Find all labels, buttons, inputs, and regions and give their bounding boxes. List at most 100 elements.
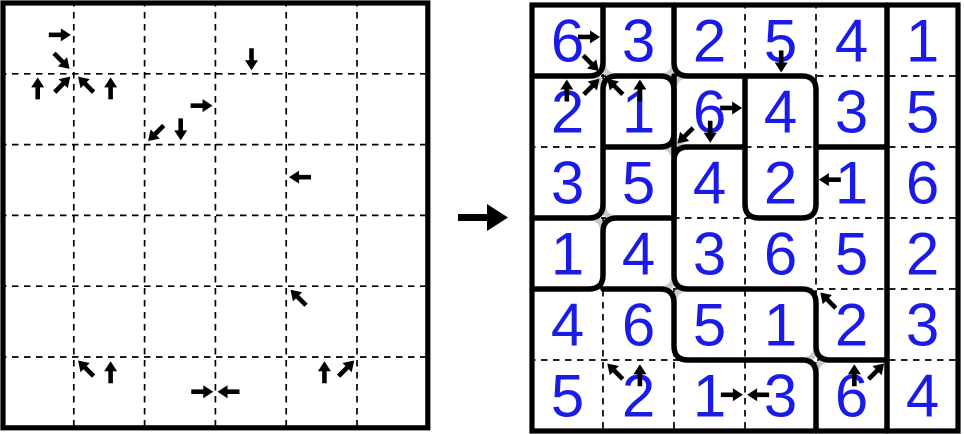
arrow-head <box>58 76 71 89</box>
clue-arrow-up-left-icon <box>78 360 96 378</box>
arrow-head <box>677 131 690 144</box>
clue-arrow-down-left-icon <box>677 126 695 144</box>
clue-arrow-up-left-icon <box>290 289 308 307</box>
arrow-head <box>487 204 508 231</box>
clue-arrow-down-right-icon <box>52 51 70 69</box>
cell-value-r5c5: 4 <box>906 363 939 430</box>
arrow-head <box>78 76 90 89</box>
clue-arrow-left-icon <box>747 388 770 402</box>
arrow-head <box>203 385 214 399</box>
region-border <box>529 215 677 292</box>
clue-arrow-up-icon <box>560 79 574 102</box>
arrow-shaft <box>581 53 595 67</box>
cell-value-r4c0: 4 <box>551 292 584 359</box>
region-border <box>600 286 819 434</box>
arrow-head <box>747 388 758 402</box>
clue-arrow-down-right-icon <box>581 53 599 72</box>
clue-arrow-up-icon <box>104 361 118 384</box>
cell-value-r5c0: 5 <box>551 363 584 430</box>
cell-value-r3c0: 1 <box>551 221 584 288</box>
arrow-shaft <box>53 80 67 94</box>
cell-value-r2c3: 2 <box>764 150 797 217</box>
cell-value-r0c4: 4 <box>835 8 868 75</box>
clue-arrow-left-icon <box>818 173 841 187</box>
clue-arrow-up-icon <box>847 364 861 387</box>
arrow-head <box>587 59 599 72</box>
cell-value-r0c5: 1 <box>906 8 939 75</box>
clue-arrow-up-icon <box>317 361 331 384</box>
clue-arrow-left-icon <box>217 385 240 399</box>
arrow-shaft <box>52 51 66 65</box>
arrow-shaft <box>82 364 96 378</box>
clue-arrow-right-icon <box>48 28 71 42</box>
arrow-head <box>31 77 45 88</box>
cell-value-r4c2: 5 <box>693 292 726 359</box>
clue-arrow-right-icon <box>191 385 214 399</box>
arrow-head <box>818 173 829 187</box>
clue-arrow-down-left-icon <box>148 123 166 142</box>
clue-arrow-up-icon <box>104 77 118 100</box>
cell-value-r2c2: 4 <box>693 150 726 217</box>
transform-arrow-right-icon <box>458 204 508 231</box>
clue-arrow-down-icon <box>703 120 717 143</box>
cell-value-r4c3: 1 <box>764 292 797 359</box>
arrow-head <box>703 132 717 143</box>
arrow-shaft <box>294 293 308 307</box>
clue-arrow-up-right-icon <box>866 363 885 381</box>
cell-value-r4c1: 6 <box>622 292 655 359</box>
cell-value-r4c5: 3 <box>906 292 939 359</box>
clue-arrow-up-right-icon <box>336 360 355 378</box>
cell-value-r2c4: 1 <box>835 150 868 217</box>
clue-arrow-up-right-icon <box>582 78 600 97</box>
arrow-shaft <box>82 80 96 94</box>
clue-arrow-down-icon <box>245 48 259 71</box>
cell-value-r1c3: 4 <box>764 79 797 146</box>
cell-value-r5c3: 3 <box>764 363 797 430</box>
arrow-head <box>587 78 600 91</box>
arrow-shaft <box>152 123 166 138</box>
arrow-head <box>217 385 228 399</box>
region-border <box>671 73 890 363</box>
arrow-head <box>60 28 71 42</box>
arrow-head <box>342 360 355 373</box>
arrow-shaft <box>824 296 838 310</box>
clue-arrow-up-icon <box>633 79 647 102</box>
clue-arrow-right-icon <box>578 30 601 44</box>
cell-value-r3c2: 3 <box>693 221 726 288</box>
clue-arrow-up-left-icon <box>820 292 838 310</box>
cell-value-r3c1: 4 <box>622 221 655 288</box>
arrow-head <box>104 77 118 88</box>
cell-value-r2c5: 6 <box>906 150 939 217</box>
cell-value-r2c0: 3 <box>551 150 584 217</box>
arrow-head <box>732 101 743 115</box>
arrow-head <box>872 363 885 376</box>
arrow-head <box>607 78 619 91</box>
arrow-shaft <box>582 82 596 97</box>
clue-arrow-right-icon <box>720 101 743 115</box>
arrow-shaft <box>336 364 351 378</box>
region-border <box>529 2 606 79</box>
arrow-head <box>78 360 90 373</box>
arrow-head <box>202 99 213 113</box>
cell-value-r3c5: 2 <box>906 221 939 288</box>
clue-arrow-left-icon <box>289 170 312 184</box>
cell-value-r3c4: 5 <box>835 221 868 288</box>
arrow-head <box>317 361 331 372</box>
clue-arrow-up-left-icon <box>607 78 625 97</box>
cell-value-r1c4: 3 <box>835 79 868 146</box>
arrow-head <box>607 363 619 376</box>
clue-arrow-down-icon <box>774 50 788 73</box>
clue-arrow-right-icon <box>190 99 213 113</box>
puzzle-before-grid <box>0 0 431 431</box>
clue-arrow-right-icon <box>720 388 743 402</box>
arrow-head <box>148 129 160 142</box>
clue-arrow-down-icon <box>174 118 188 141</box>
cell-value-r0c1: 3 <box>622 8 655 75</box>
cell-value-r0c2: 2 <box>693 8 726 75</box>
arrow-head <box>774 62 788 73</box>
cell-value-r5c2: 1 <box>693 363 726 430</box>
cell-value-r0c0: 6 <box>551 8 584 75</box>
arrow-shaft <box>681 126 695 140</box>
